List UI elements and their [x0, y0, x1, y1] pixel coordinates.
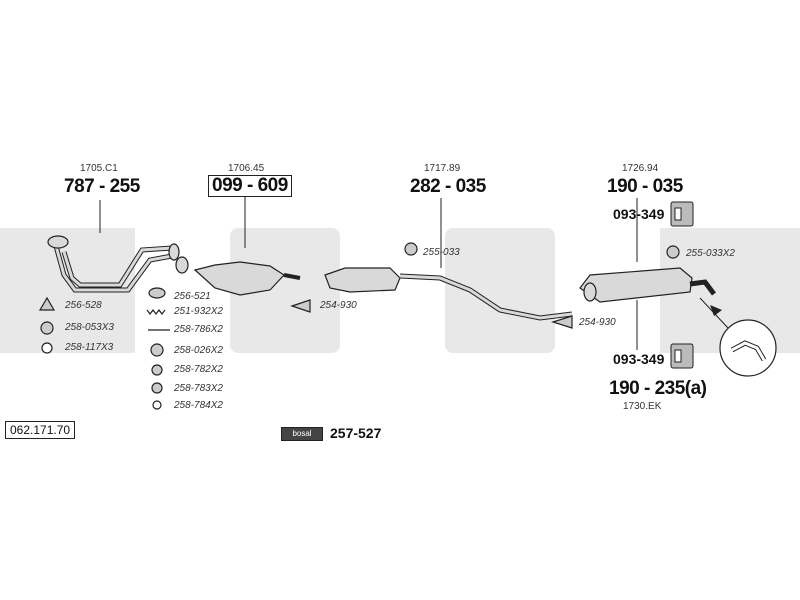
washer-icon	[41, 342, 53, 354]
rear-lower-part-number[interactable]: 190 - 235(a)	[609, 378, 707, 399]
mount-upper-part-number[interactable]: 093-349	[613, 206, 665, 222]
middle-ref: 1717.89	[424, 163, 461, 174]
clamp-rear-icon	[551, 315, 573, 329]
rear-silencer-part	[579, 267, 716, 303]
acc-258-053[interactable]: 258-053X3	[65, 322, 114, 333]
small-washer-icon	[152, 400, 162, 410]
acc-255-033[interactable]: 255-033	[423, 247, 460, 258]
rear-lower-ref: 1730.EK	[623, 401, 662, 412]
acc-258-786[interactable]: 258-786X2	[174, 324, 223, 335]
arrow-icon	[710, 305, 722, 316]
mount-lower-part-number[interactable]: 093-349	[613, 351, 665, 367]
brand-tag-icon: bosal	[281, 427, 323, 441]
detail-circle	[719, 319, 777, 377]
hex-nut-icon	[150, 343, 164, 357]
nut-icon	[40, 321, 54, 335]
catalog-number: 062.171.70	[5, 421, 76, 439]
acc-258-784[interactable]: 258-784X2	[174, 400, 223, 411]
acc-258-026[interactable]: 258-026X2	[174, 345, 223, 356]
rubber-hanger-icon	[404, 242, 418, 256]
middle-silencer-part	[324, 267, 573, 321]
mount-upper-icon	[670, 201, 694, 227]
gasket-icon	[38, 296, 56, 311]
spring-icon	[146, 309, 166, 315]
kit-part-number[interactable]: 257-527	[330, 425, 382, 441]
front-pipe-ref: 1705.C1	[80, 163, 118, 174]
catalyst-part	[175, 256, 301, 296]
acc-256-521[interactable]: 256-521	[174, 291, 211, 302]
rubber-hanger-rear-icon	[666, 245, 680, 259]
acc-258-782[interactable]: 258-782X2	[174, 364, 223, 375]
rear-upper-ref: 1726.94	[622, 163, 659, 174]
acc-258-117[interactable]: 258-117X3	[65, 342, 114, 353]
clamp-mid-icon	[290, 299, 311, 313]
clamp-nut-icon	[151, 364, 163, 376]
acc-251-932[interactable]: 251-932X2	[174, 306, 223, 317]
acc-254-930-mid[interactable]: 254-930	[320, 300, 357, 311]
acc-256-528[interactable]: 256-528	[65, 300, 102, 311]
front-pipe-part-number[interactable]: 787 - 255	[64, 176, 140, 197]
acc-255-033x2[interactable]: 255-033X2	[686, 248, 735, 259]
middle-part-number[interactable]: 282 - 035	[410, 176, 486, 197]
catalyst-ref: 1706.45	[228, 163, 265, 174]
brand-watermark	[0, 228, 800, 353]
acc-258-783[interactable]: 258-783X2	[174, 383, 223, 394]
acc-254-930-rear[interactable]: 254-930	[579, 317, 616, 328]
catalyst-part-number[interactable]: 099 - 609	[208, 175, 292, 197]
rear-upper-part-number[interactable]: 190 - 035	[607, 176, 683, 197]
lock-nut-icon	[151, 382, 163, 394]
front-pipe-part	[47, 235, 180, 293]
mount-lower-icon	[670, 343, 694, 369]
ring-icon	[148, 287, 166, 299]
